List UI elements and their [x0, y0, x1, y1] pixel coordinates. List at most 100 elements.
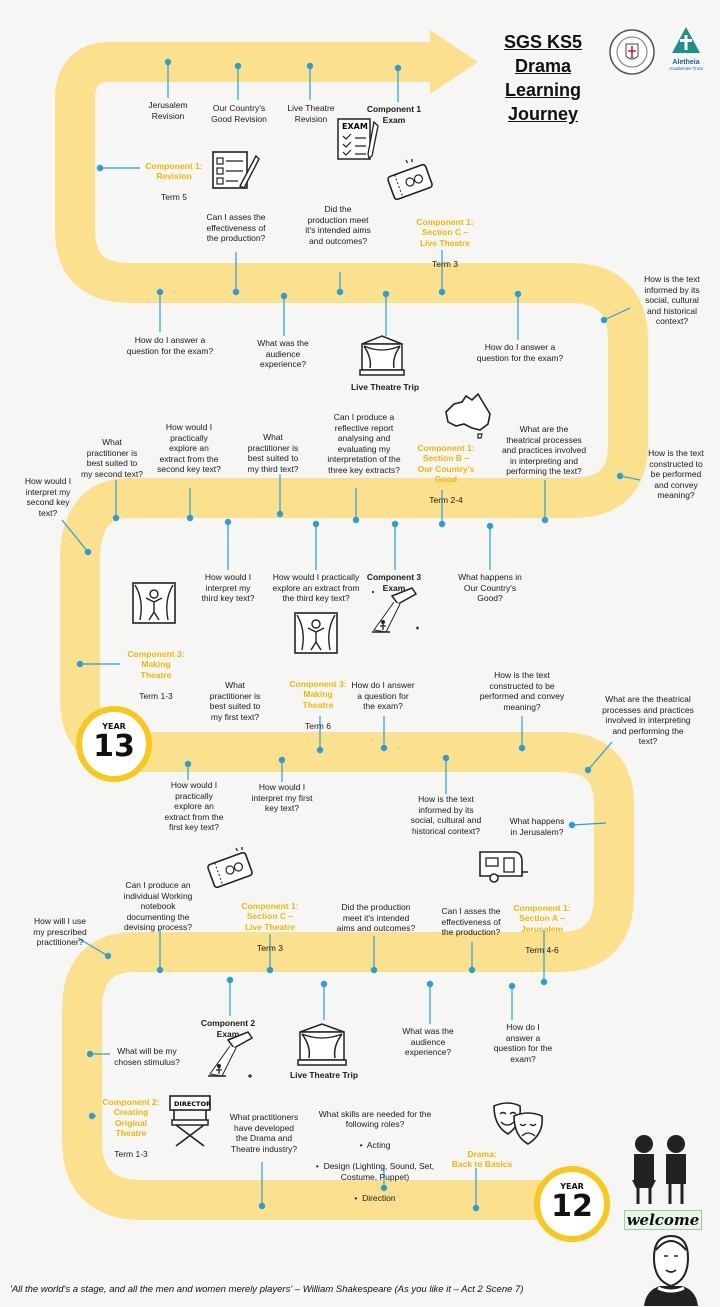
- interpret-first-question: How would I interpret my first key text?: [251, 782, 313, 813]
- milestone-pin: [104, 952, 112, 960]
- interpret-second-question: How would I interpret my second key text…: [24, 476, 72, 518]
- explore-third-question: How would I practically explore an extra…: [272, 572, 360, 603]
- milestone-pin: [380, 1184, 388, 1192]
- milestone-pin: [508, 982, 516, 990]
- school-crest-icon: [609, 29, 655, 75]
- prescribed-practitioner-question: How will I use my prescribed practitione…: [33, 916, 87, 947]
- milestone-pin: [352, 516, 360, 524]
- skills-question: What skills are needed for the following…: [318, 1108, 432, 1130]
- milestone-pin: [156, 966, 164, 974]
- performer-stage-icon: [132, 582, 176, 624]
- practitioners-developed-question: What practitioners have developed the Dr…: [229, 1112, 299, 1154]
- milestone-pin: [278, 756, 286, 764]
- exam-paper-icon: EXAM: [337, 118, 379, 160]
- milestone-pin: [380, 744, 388, 752]
- connector-line: [587, 741, 613, 771]
- jerusalem-revision-label: Jerusalem Revision: [148, 100, 188, 121]
- spotlight-icon: [372, 587, 419, 633]
- year-12-badge: YEAR 12: [534, 1166, 610, 1242]
- milestone-pin: [438, 520, 446, 528]
- milestone-pin: [541, 516, 549, 524]
- live-theatre-trip-label-2: Live Theatre Trip: [289, 1070, 359, 1080]
- component-term: Term 5: [161, 192, 187, 202]
- milestone-pin: [616, 472, 624, 480]
- answer-exam-question-2: How do I answer a question for the exam?: [476, 342, 564, 363]
- chosen-stimulus-question: What will be my chosen stimulus?: [114, 1046, 180, 1067]
- students-illustration-icon: [632, 1135, 686, 1204]
- drama-back-to-basics: Drama: Back to Basics: [448, 1138, 516, 1180]
- audience-experience-question-2: What was the audience experience?: [402, 1026, 454, 1057]
- milestone-pin: [514, 290, 522, 298]
- milestone-pin: [438, 288, 446, 296]
- answer-exam-question-1: How do I answer a question for the exam?: [126, 335, 214, 356]
- interpret-third-question: How would I interpret my third key text?: [201, 572, 255, 603]
- year-12-label: YEAR: [560, 1182, 584, 1191]
- social-context-question-1: How is the text informed by its social, …: [644, 274, 700, 326]
- milestone-pin: [306, 62, 314, 70]
- milestone-pin: [156, 288, 164, 296]
- milestone-pin: [600, 316, 608, 324]
- milestone-pin: [266, 966, 274, 974]
- welcome-text: welcome: [624, 1210, 702, 1230]
- component-title: Component 1: Section B – Our Country's G…: [417, 442, 475, 485]
- theatrical-processes-question-1: What are the theatrical processes and pr…: [501, 424, 587, 476]
- practitioner-first-question: What practitioner is best suited to my f…: [209, 680, 261, 722]
- year-13-badge: YEAR 13: [76, 706, 152, 782]
- year-13-number: 13: [93, 729, 135, 764]
- component-title: Drama: Back to Basics: [451, 1148, 513, 1170]
- milestone-pin: [276, 510, 284, 518]
- component-title: Component 1: Section C – Live Theatre: [416, 216, 474, 248]
- component-title: Component 1: Revision: [145, 160, 203, 182]
- component3-exam-label: Component 3 Exam: [366, 572, 422, 593]
- milestone-pin: [382, 290, 390, 298]
- milestone-pin: [518, 744, 526, 752]
- milestone-pin: [426, 980, 434, 988]
- milestone-pin: [540, 978, 548, 986]
- component1-exam-label: Component 1 Exam: [366, 104, 422, 125]
- connector-line: [61, 519, 89, 553]
- component-title: Component 1: Section A – Jerusalem: [513, 902, 571, 934]
- component1-section-b: Component 1: Section B – Our Country's G…: [410, 432, 482, 516]
- year-12-number: 12: [551, 1189, 593, 1224]
- year-13-label: YEAR: [102, 722, 126, 731]
- role-acting-text: Acting: [366, 1140, 391, 1150]
- milestone-pin: [280, 292, 288, 300]
- component-term: Term 1-3: [114, 1149, 148, 1159]
- title-line-3: Learning: [504, 80, 581, 100]
- performer-stage-icon-2: [294, 612, 338, 654]
- role-direction: • Direction: [354, 1192, 396, 1203]
- australia-map-icon: [445, 392, 491, 439]
- road-path: [55, 42, 648, 1220]
- role-direction-text: Direction: [362, 1192, 396, 1203]
- what-happens-ocg-question: What happens in Our Country's Good?: [458, 572, 522, 603]
- milestone-pin: [88, 1112, 96, 1120]
- component1-section-c-2: Component 1: Section C – Live Theatre Te…: [236, 890, 304, 964]
- connector-line: [619, 475, 641, 481]
- theatre-tickets-icon-2: [207, 847, 253, 889]
- component-term: Term 4-6: [525, 944, 559, 955]
- drama-masks-icon: [493, 1102, 544, 1145]
- theatrical-processes-question-2: What are the theatrical processes and pr…: [602, 694, 694, 746]
- text-constructed-question-1: How is the text constructed to be perfor…: [648, 448, 704, 500]
- connector-line: [571, 822, 607, 826]
- title-line-2: Drama: [514, 56, 572, 76]
- connector-line: [77, 937, 109, 957]
- theatre-stage-icon: [359, 335, 405, 376]
- milestone-pin: [76, 660, 84, 668]
- milestone-pin: [394, 64, 402, 72]
- milestone-pin: [391, 520, 399, 528]
- component1-section-a: Component 1: Section A – Jerusalem Term …: [508, 892, 576, 966]
- theatre-tickets-icon: [387, 159, 433, 201]
- shakespeare-quote: 'All the world's a stage, and all the me…: [10, 1284, 524, 1295]
- explore-first-question: How would I practically explore an extra…: [164, 780, 224, 832]
- trust-logo: Aletheia Academies Trust: [662, 26, 710, 71]
- milestone-pin: [336, 288, 344, 296]
- exam-icon-text: EXAM: [342, 122, 368, 131]
- caravan-icon: [479, 851, 528, 883]
- component1-revision: Component 1: Revision Term 5: [140, 150, 208, 213]
- component3-making-theatre-1: Component 3: Making Theatre Term 1-3: [122, 638, 190, 712]
- trust-subtitle: Academies Trust: [669, 66, 703, 71]
- theatre-stage-icon-2: [297, 1023, 347, 1066]
- practitioner-third-question: What practitioner is best suited to my t…: [247, 432, 299, 474]
